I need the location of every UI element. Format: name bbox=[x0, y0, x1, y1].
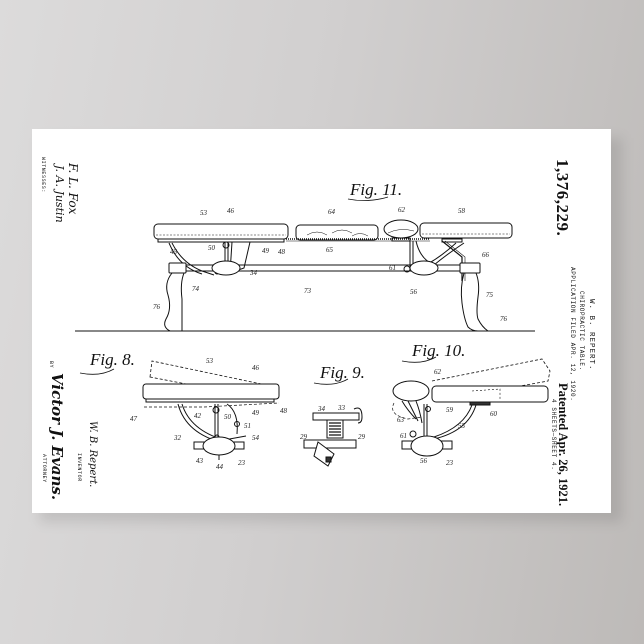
ref-label: 73 bbox=[304, 287, 312, 295]
patented-date: Patented Apr. 26, 1921. bbox=[556, 383, 570, 507]
fig10-drawing bbox=[392, 358, 551, 457]
ref-label: 48 bbox=[278, 248, 286, 256]
ref-label: 53 bbox=[200, 209, 208, 217]
fig9-label: Fig. 9. bbox=[319, 363, 365, 382]
ref-label: 75 bbox=[486, 291, 494, 299]
ref-label: 49 bbox=[252, 409, 260, 417]
ref-label: 23 bbox=[446, 459, 454, 467]
ref-label: 61 bbox=[389, 264, 396, 272]
ref-label: 29 bbox=[358, 433, 366, 441]
ref-label: 64 bbox=[328, 208, 336, 216]
ref-label: 65 bbox=[326, 246, 334, 254]
ref-label: 29 bbox=[300, 433, 308, 441]
ref-label: 34 bbox=[249, 269, 258, 277]
sheet-count: 4 SHEETS—SHEET 4. bbox=[550, 399, 557, 471]
witnesses-label: WITNESSES: bbox=[40, 157, 46, 194]
attorney-signature: Victor J. Evans. bbox=[48, 373, 66, 501]
ref-label: 76 bbox=[500, 315, 508, 323]
ref-label: 50 bbox=[224, 413, 232, 421]
attorney-label: ATTORNEY bbox=[41, 454, 47, 483]
fig8-label: Fig. 8. bbox=[89, 350, 135, 369]
patent-drawing: Fig. 11. Fig. 8. Fig. 9. Fig. 10. 53 46 … bbox=[75, 180, 551, 471]
ref-label: 48 bbox=[280, 407, 288, 415]
ref-label: 55 bbox=[458, 422, 466, 430]
ref-label: 44 bbox=[216, 463, 224, 471]
ref-label: 62 bbox=[398, 206, 406, 214]
ref-label: 74 bbox=[192, 285, 200, 293]
fig8-drawing bbox=[142, 360, 280, 460]
ref-label: 61 bbox=[400, 432, 407, 440]
patent-poster: Fig. 11. Fig. 8. Fig. 9. Fig. 10. 53 46 … bbox=[32, 129, 611, 513]
ref-label: 49 bbox=[262, 247, 270, 255]
ref-label: 66 bbox=[482, 251, 490, 259]
fig11-drawing bbox=[75, 219, 535, 332]
ref-label: 33 bbox=[337, 404, 346, 412]
fig10-label: Fig. 10. bbox=[411, 341, 465, 360]
witness-signature-2: J. A. Justin bbox=[53, 165, 66, 223]
inventor-signature: W. B. Repert. bbox=[87, 421, 98, 488]
ref-label: 43 bbox=[196, 457, 204, 465]
patent-title: CHIROPRACTIC TABLE. bbox=[578, 291, 585, 371]
ref-label: 34 bbox=[317, 405, 326, 413]
ref-label: 59 bbox=[446, 406, 454, 414]
inventor-label: INVENTOR bbox=[76, 453, 82, 482]
ref-label: 76 bbox=[153, 303, 161, 311]
witness-signature-1: F. L. Fox bbox=[66, 163, 80, 215]
ref-label: 56 bbox=[420, 457, 428, 465]
ref-label: 53 bbox=[206, 357, 214, 365]
ref-label: 32 bbox=[173, 434, 182, 442]
fig9-drawing bbox=[303, 407, 363, 467]
ref-label: 46 bbox=[227, 207, 235, 215]
application-filed: APPLICATION FILED APR. 12, 1920. bbox=[569, 267, 576, 402]
ref-label: 42 bbox=[194, 412, 202, 420]
fig11-label: Fig. 11. bbox=[349, 180, 402, 199]
patent-number: 1,376,229. bbox=[553, 159, 572, 237]
ref-label: 47 bbox=[130, 415, 138, 423]
ref-label: 62 bbox=[434, 368, 442, 376]
by-label: BY bbox=[48, 361, 54, 369]
ref-label: 58 bbox=[458, 207, 466, 215]
ref-label: 50 bbox=[208, 244, 216, 252]
ref-label: 46 bbox=[252, 364, 260, 372]
ref-label: 60 bbox=[490, 410, 498, 418]
ref-label: 51 bbox=[244, 422, 251, 430]
ref-label: 63 bbox=[397, 416, 405, 424]
ref-label: 54 bbox=[252, 434, 260, 442]
ref-label: 56 bbox=[410, 288, 418, 296]
ref-label: 23 bbox=[238, 459, 246, 467]
ref-label: 45 bbox=[170, 248, 178, 256]
inventor-header: W. B. REPERT. bbox=[587, 299, 595, 371]
